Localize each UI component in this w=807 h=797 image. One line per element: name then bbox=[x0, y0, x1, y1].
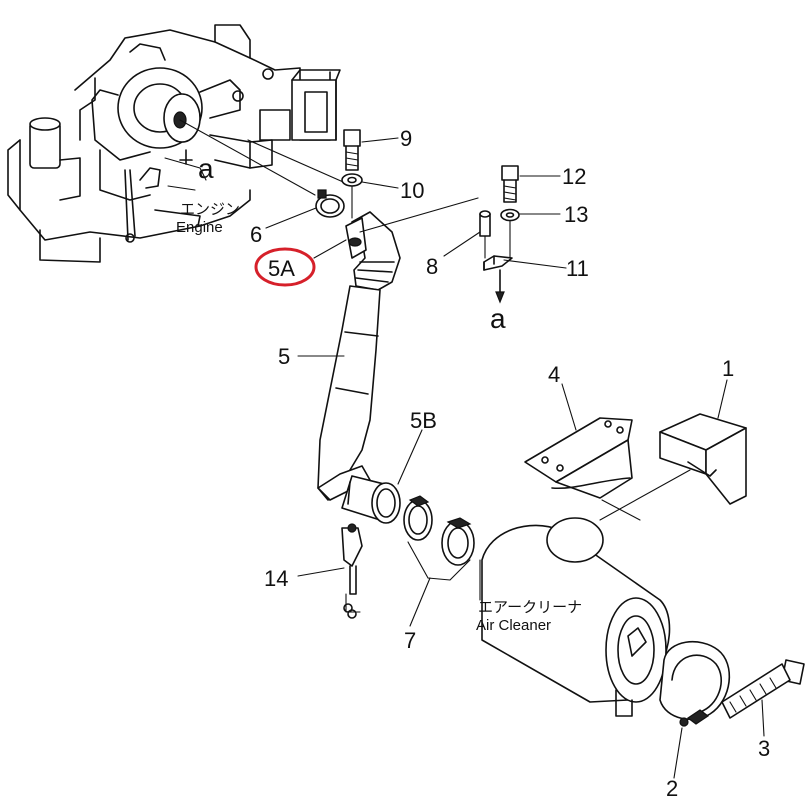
hose-5 bbox=[317, 211, 401, 501]
callout-1: 1 bbox=[722, 356, 734, 381]
callout-13: 13 bbox=[564, 202, 588, 227]
washer-10 bbox=[341, 173, 363, 187]
coupling-5b bbox=[341, 475, 401, 524]
bolt-9 bbox=[343, 129, 361, 171]
bracket-ref-letter-a: a bbox=[490, 303, 506, 334]
bracket-11 bbox=[483, 255, 513, 271]
air-cleaner bbox=[479, 517, 671, 717]
bracket-4 bbox=[524, 417, 633, 499]
highlight-ring-5a bbox=[254, 247, 316, 287]
callout-14: 14 bbox=[264, 566, 288, 591]
callout-5: 5 bbox=[278, 344, 290, 369]
callout-6: 6 bbox=[250, 222, 262, 247]
callout-3: 3 bbox=[758, 736, 770, 761]
cover-1 bbox=[659, 413, 747, 505]
engine-assembly bbox=[7, 24, 341, 263]
air-cleaner-label-en: Air Cleaner bbox=[476, 617, 551, 634]
spacer-8 bbox=[479, 210, 491, 237]
callout-8: 8 bbox=[426, 254, 438, 279]
callout-5b: 5B bbox=[410, 408, 437, 433]
callout-12: 12 bbox=[562, 164, 586, 189]
callout-7: 7 bbox=[404, 628, 416, 653]
air-cleaner-label-jp: エアークリーナ bbox=[478, 599, 582, 616]
hose-fitting-5a bbox=[345, 217, 367, 259]
bolt-3 bbox=[721, 659, 805, 719]
callout-10: 10 bbox=[400, 178, 424, 203]
clamp-7a bbox=[403, 495, 433, 541]
callout-11: 11 bbox=[566, 256, 589, 281]
callout-4: 4 bbox=[548, 362, 560, 387]
callout-9: 9 bbox=[400, 126, 412, 151]
engine-ref-letter-a: a bbox=[198, 153, 214, 184]
bolt-12 bbox=[501, 165, 519, 203]
callout-5a: 5A bbox=[268, 256, 295, 281]
washer-13 bbox=[500, 208, 520, 222]
callout-2: 2 bbox=[666, 776, 678, 797]
engine-label-jp: エンジン bbox=[180, 201, 240, 218]
clamp-6 bbox=[315, 189, 345, 218]
sensor-14 bbox=[341, 523, 363, 619]
clamp-7b bbox=[441, 517, 475, 566]
leader-lines bbox=[265, 137, 765, 779]
band-clamp-2 bbox=[659, 641, 731, 727]
engine-label-en: Engine bbox=[176, 219, 223, 236]
